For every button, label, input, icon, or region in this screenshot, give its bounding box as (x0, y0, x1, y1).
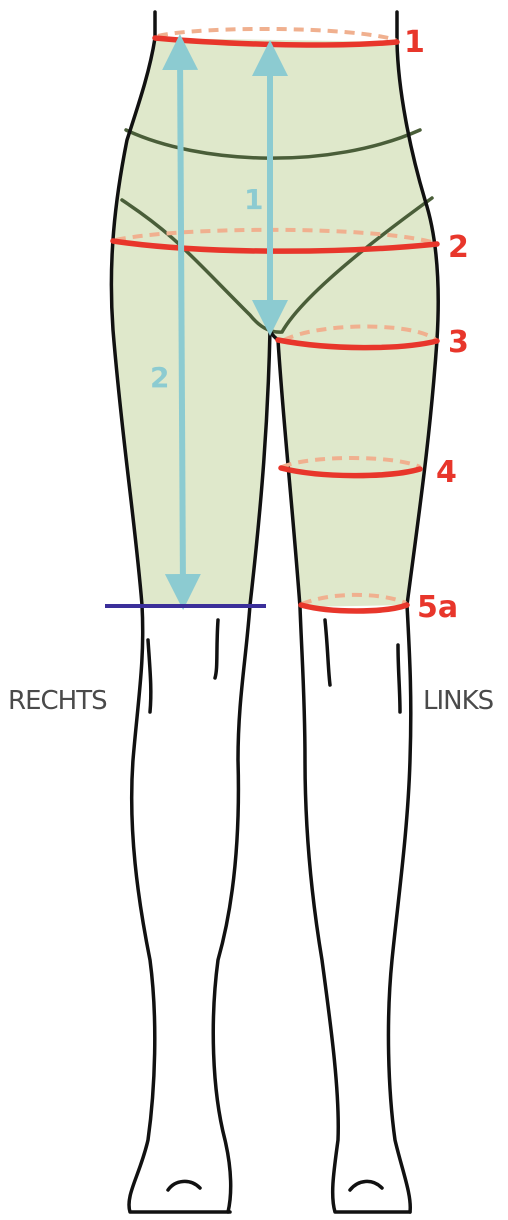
circumference-label-1: 1 (404, 25, 425, 60)
side-label-left: LINKS (423, 686, 494, 716)
side-label-right: RECHTS (8, 686, 107, 716)
length-label-2: 2 (150, 361, 169, 394)
length-label-1: 1 (244, 183, 263, 216)
circumference-label-3: 3 (448, 325, 469, 360)
garment-fill (111, 38, 438, 607)
circumference-label-5a: 5a (417, 590, 458, 625)
length-2-arrow (180, 52, 183, 592)
circumference-label-2: 2 (448, 230, 469, 265)
circumference-label-4: 4 (436, 455, 457, 490)
